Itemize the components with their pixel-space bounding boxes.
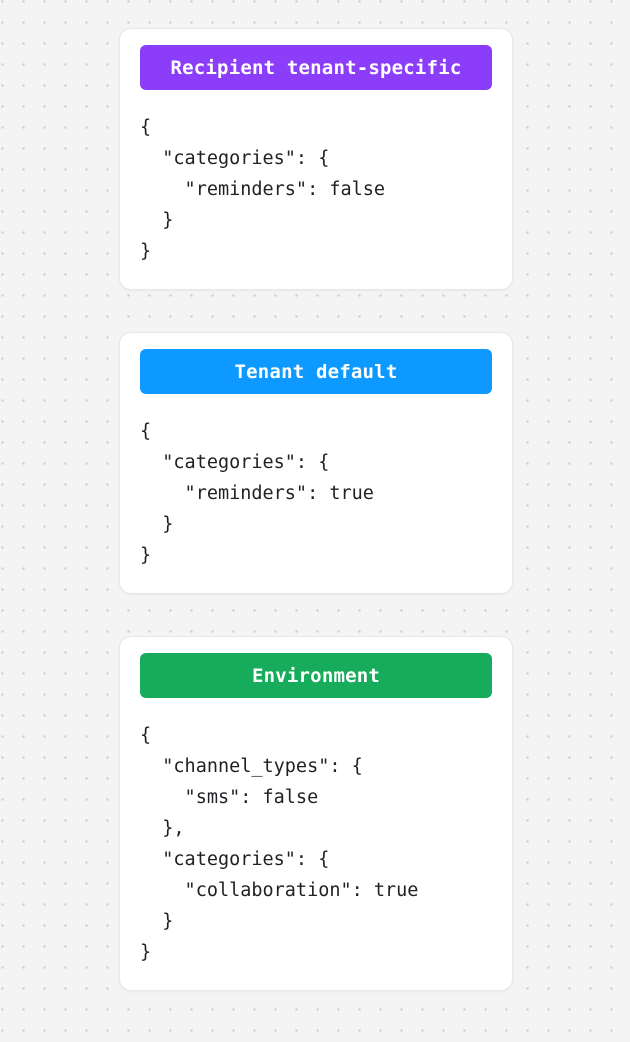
card-badge-tenant-default: Tenant default xyxy=(140,349,492,394)
card-tenant-default: Tenant default { "categories": { "remind… xyxy=(119,332,513,594)
card-json-recipient-tenant-specific: { "categories": { "reminders": false } } xyxy=(140,117,386,262)
card-badge-environment: Environment xyxy=(140,653,492,698)
card-json-tenant-default: { "categories": { "reminders": true } } xyxy=(140,421,374,566)
card-badge-recipient-tenant-specific: Recipient tenant-specific xyxy=(140,45,492,90)
preference-layer-card-stack: Recipient tenant-specific { "categories"… xyxy=(119,28,513,991)
card-environment: Environment { "channel_types": { "sms": … xyxy=(119,636,513,991)
card-json-environment: { "channel_types": { "sms": false }, "ca… xyxy=(140,725,419,963)
card-recipient-tenant-specific: Recipient tenant-specific { "categories"… xyxy=(119,28,513,290)
